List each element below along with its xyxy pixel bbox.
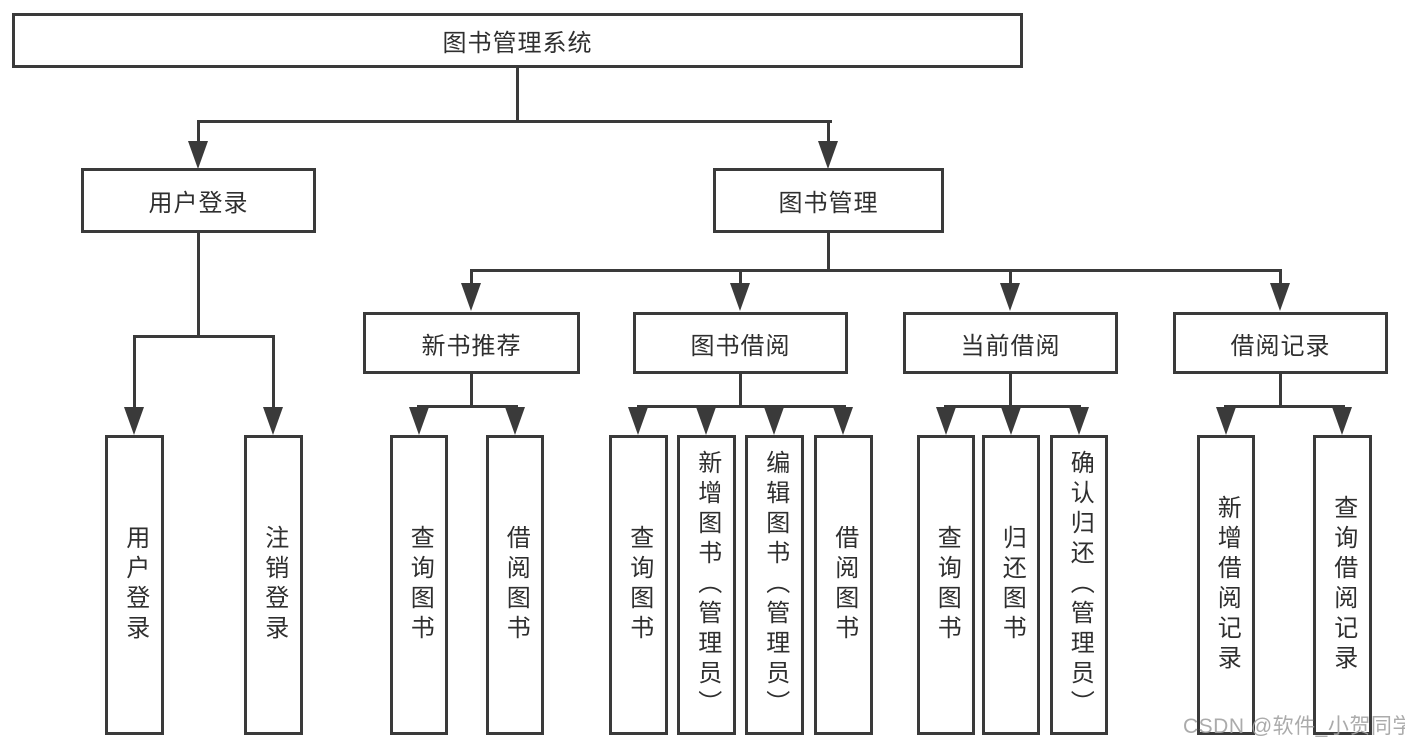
connector-root-splitter	[197, 120, 832, 123]
connector-book-borrow-splitter	[637, 405, 846, 408]
node-new-books: 新书推荐	[363, 312, 580, 374]
watermark-text: CSDN @软件_小贺同学	[1183, 715, 1405, 738]
arrow-down-icon	[696, 407, 716, 435]
node-borrow-records-label: 借阅记录	[1230, 332, 1331, 360]
arrow-down-icon	[1332, 407, 1352, 435]
leaf-newbooks-search-label: 查询图书	[406, 525, 434, 645]
leaf-records-search-label: 查询借阅记录	[1329, 495, 1357, 675]
leaf-borrow-search: 查询图书	[609, 435, 668, 735]
arrow-down-icon	[764, 407, 784, 435]
connector-drop-new-books	[470, 269, 473, 286]
connector-borrow-records-stem	[1279, 374, 1282, 408]
node-borrow-records: 借阅记录	[1173, 312, 1388, 374]
connector-root-stem	[516, 68, 519, 122]
leaf-borrow-edit-label: 编辑图书（管理员）	[761, 450, 789, 720]
leaf-newbooks-borrow: 借阅图书	[486, 435, 544, 735]
leaf-records-add-label: 新增借阅记录	[1213, 495, 1241, 675]
connector-drop-book-borrow	[739, 269, 742, 286]
node-current-borrow: 当前借阅	[903, 312, 1118, 374]
connector-borrow-records-splitter	[1224, 405, 1345, 408]
arrow-down-icon	[730, 283, 750, 311]
connector-book-mgmt-stem	[827, 233, 830, 271]
leaf-records-add: 新增借阅记录	[1197, 435, 1255, 735]
connector-book-borrow-stem	[739, 374, 742, 408]
connector-drop-borrow-records	[1279, 269, 1282, 286]
leaf-newbooks-search: 查询图书	[390, 435, 448, 735]
arrow-down-icon	[628, 407, 648, 435]
leaf-user-login: 用户登录	[105, 435, 164, 735]
leaf-current-search-label: 查询图书	[933, 525, 961, 645]
node-book-mgmt: 图书管理	[713, 168, 944, 233]
node-new-books-label: 新书推荐	[421, 332, 522, 360]
arrow-down-icon	[833, 407, 853, 435]
arrow-down-icon	[818, 141, 838, 169]
leaf-logout: 注销登录	[244, 435, 303, 735]
connector-current-borrow-splitter	[944, 405, 1081, 408]
connector-drop-logout-leaf	[272, 335, 275, 411]
node-book-borrow-label: 图书借阅	[690, 332, 791, 360]
leaf-current-confirm: 确认归还（管理员）	[1050, 435, 1108, 735]
connector-drop-user-login	[197, 120, 200, 146]
arrow-down-icon	[188, 141, 208, 169]
node-root: 图书管理系统	[12, 13, 1023, 68]
connector-drop-login-leaf	[133, 335, 136, 411]
arrow-down-icon	[1270, 283, 1290, 311]
leaf-borrow-edit: 编辑图书（管理员）	[745, 435, 804, 735]
connector-user-login-splitter	[133, 335, 275, 338]
connector-new-books-stem	[470, 374, 473, 408]
arrow-down-icon	[1216, 407, 1236, 435]
leaf-borrow-borrow: 借阅图书	[814, 435, 873, 735]
arrow-down-icon	[1000, 283, 1020, 311]
node-current-borrow-label: 当前借阅	[960, 332, 1061, 360]
leaf-borrow-add: 新增图书（管理员）	[677, 435, 736, 735]
connector-drop-current-borrow	[1009, 269, 1012, 286]
connector-current-borrow-stem	[1009, 374, 1012, 408]
leaf-current-confirm-label: 确认归还（管理员）	[1066, 450, 1094, 720]
arrow-down-icon	[263, 407, 283, 435]
leaf-newbooks-borrow-label: 借阅图书	[502, 525, 530, 645]
node-book-mgmt-label: 图书管理	[778, 190, 879, 217]
connector-drop-book-mgmt	[827, 120, 830, 146]
leaf-user-login-label: 用户登录	[121, 525, 149, 645]
node-user-login: 用户登录	[81, 168, 316, 233]
leaf-current-return-label: 归还图书	[998, 525, 1026, 645]
arrow-down-icon	[124, 407, 144, 435]
leaf-current-return: 归还图书	[982, 435, 1040, 735]
connector-book-mgmt-splitter	[470, 269, 1282, 272]
node-user-login-label: 用户登录	[148, 190, 249, 217]
arrow-down-icon	[1001, 407, 1021, 435]
arrow-down-icon	[505, 407, 525, 435]
leaf-current-search: 查询图书	[917, 435, 975, 735]
leaf-borrow-borrow-label: 借阅图书	[830, 525, 858, 645]
node-root-label: 图书管理系统	[442, 30, 593, 57]
connector-new-books-splitter	[417, 405, 518, 408]
leaf-logout-label: 注销登录	[260, 525, 288, 645]
leaf-borrow-search-label: 查询图书	[625, 525, 653, 645]
connector-user-login-stem	[197, 233, 200, 337]
leaf-records-search: 查询借阅记录	[1313, 435, 1372, 735]
node-book-borrow: 图书借阅	[633, 312, 848, 374]
arrow-down-icon	[936, 407, 956, 435]
leaf-borrow-add-label: 新增图书（管理员）	[693, 450, 721, 720]
arrow-down-icon	[1069, 407, 1089, 435]
arrow-down-icon	[409, 407, 429, 435]
arrow-down-icon	[461, 283, 481, 311]
